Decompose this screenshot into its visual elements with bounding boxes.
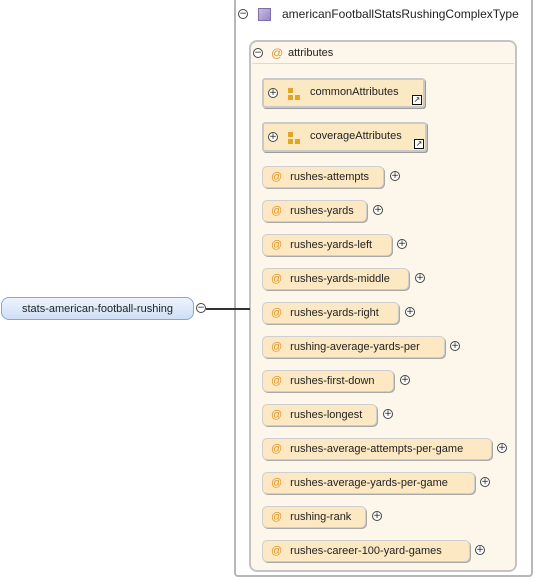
attribute-at-icon: @ bbox=[271, 477, 283, 489]
attribute-label: rushes-longest bbox=[290, 409, 363, 421]
coverage-attributes-ref[interactable]: + coverageAttributes ↗ bbox=[262, 122, 427, 152]
attribute-at-icon: @ bbox=[271, 307, 283, 319]
attribute-at-icon: @ bbox=[271, 171, 283, 183]
attribute-expand-toggle[interactable]: + bbox=[405, 307, 415, 317]
attribute-rushes-attempts[interactable]: @ rushes-attempts bbox=[262, 166, 384, 188]
attribute-label: rushes-average-attempts-per-game bbox=[290, 443, 464, 455]
attribute-at-icon: @ bbox=[271, 545, 283, 557]
complex-type-icon bbox=[258, 8, 271, 21]
attribute-at-icon: @ bbox=[271, 443, 283, 455]
attribute-label: rushes-average-yards-per-game bbox=[290, 477, 448, 489]
attributes-divider bbox=[252, 63, 514, 64]
attribute-label: rushes-yards-left bbox=[290, 239, 373, 251]
common-attributes-ref[interactable]: + commonAttributes ↗ bbox=[262, 78, 425, 108]
attribute-at-icon: @ bbox=[271, 375, 283, 387]
attribute-rushes-average-yards-per-game[interactable]: @ rushes-average-yards-per-game bbox=[262, 472, 475, 494]
attribute-label: rushes-yards-right bbox=[290, 307, 379, 319]
attribute-expand-toggle[interactable]: + bbox=[400, 375, 410, 385]
attribute-label: rushes-yards-middle bbox=[290, 273, 390, 285]
attribute-at-icon: @ bbox=[271, 205, 283, 217]
attribute-label: rushing-rank bbox=[290, 511, 352, 523]
attribute-expand-toggle[interactable]: + bbox=[415, 273, 425, 283]
attribute-label: rushing-average-yards-per bbox=[290, 341, 420, 353]
attribute-at-icon: @ bbox=[271, 46, 284, 60]
attribute-rushes-yards[interactable]: @ rushes-yards bbox=[262, 200, 367, 222]
attribute-group-icon bbox=[288, 132, 301, 145]
attribute-expand-toggle[interactable]: + bbox=[373, 205, 383, 215]
attribute-expand-toggle[interactable]: + bbox=[475, 545, 485, 555]
attribute-rushes-yards-right[interactable]: @ rushes-yards-right bbox=[262, 302, 399, 324]
attribute-expand-toggle[interactable]: + bbox=[397, 239, 407, 249]
attribute-expand-toggle[interactable]: + bbox=[480, 477, 490, 487]
complex-type-collapse-toggle[interactable]: − bbox=[238, 9, 248, 19]
attribute-group-icon bbox=[288, 88, 301, 101]
attribute-label: rushes-first-down bbox=[290, 375, 375, 387]
expand-toggle[interactable]: + bbox=[268, 132, 278, 142]
attribute-at-icon: @ bbox=[271, 239, 283, 251]
root-element-label: stats-american-football-rushing bbox=[21, 302, 173, 315]
reference-arrow-icon[interactable]: ↗ bbox=[414, 139, 424, 149]
attribute-label: rushes-career-100-yard-games bbox=[290, 545, 442, 557]
attribute-expand-toggle[interactable]: + bbox=[497, 443, 507, 453]
group-ref-label: coverageAttributes bbox=[310, 130, 402, 142]
attribute-rushes-yards-left[interactable]: @ rushes-yards-left bbox=[262, 234, 392, 256]
attribute-at-icon: @ bbox=[271, 341, 283, 353]
attribute-rushes-average-attempts-per-game[interactable]: @ rushes-average-attempts-per-game bbox=[262, 438, 492, 460]
attribute-label: rushes-attempts bbox=[290, 171, 370, 183]
attribute-at-icon: @ bbox=[271, 273, 283, 285]
attribute-label: rushes-yards bbox=[290, 205, 354, 217]
root-element-collapse-toggle[interactable]: − bbox=[196, 303, 206, 313]
attribute-at-icon: @ bbox=[271, 511, 283, 523]
expand-toggle[interactable]: + bbox=[268, 88, 278, 98]
attribute-expand-toggle[interactable]: + bbox=[372, 511, 382, 521]
attribute-rushing-rank[interactable]: @ rushing-rank bbox=[262, 506, 366, 528]
attribute-rushes-longest[interactable]: @ rushes-longest bbox=[262, 404, 377, 426]
attribute-rushes-yards-middle[interactable]: @ rushes-yards-middle bbox=[262, 268, 409, 290]
attribute-expand-toggle[interactable]: + bbox=[450, 341, 460, 351]
attribute-rushes-career-100-yard-games[interactable]: @ rushes-career-100-yard-games bbox=[262, 540, 470, 562]
attribute-expand-toggle[interactable]: + bbox=[390, 171, 400, 181]
attributes-collapse-toggle[interactable]: − bbox=[253, 48, 263, 58]
attribute-rushing-average-yards-per[interactable]: @ rushing-average-yards-per bbox=[262, 336, 445, 358]
attribute-rushes-first-down[interactable]: @ rushes-first-down bbox=[262, 370, 394, 392]
attribute-expand-toggle[interactable]: + bbox=[383, 409, 393, 419]
connector-line bbox=[206, 308, 250, 310]
group-ref-label: commonAttributes bbox=[310, 86, 399, 98]
attribute-at-icon: @ bbox=[271, 409, 283, 421]
attributes-label: attributes bbox=[288, 47, 334, 59]
reference-arrow-icon[interactable]: ↗ bbox=[412, 95, 422, 105]
root-element[interactable]: stats-american-football-rushing bbox=[1, 297, 194, 320]
complex-type-title: americanFootballStatsRushingComplexType bbox=[282, 7, 519, 21]
